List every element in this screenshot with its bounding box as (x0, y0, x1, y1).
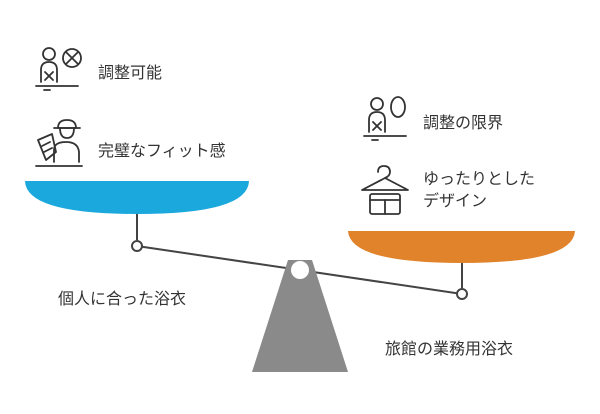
limited-adjustment-person-icon (363, 96, 407, 141)
right-pan-caption: 旅館の業務用浴衣 (385, 339, 514, 358)
right-item-loose-design-label: ゆったりとした デザイン (423, 168, 535, 212)
fulcrum (252, 260, 348, 372)
left-item-adjustable-label: 調整可能 (98, 63, 163, 82)
hanger-robe-icon (361, 165, 409, 215)
left-beam-joint (131, 240, 143, 252)
left-item-perfect-fit-label: 完璧なフィット感 (98, 141, 226, 160)
left-pan (25, 181, 249, 214)
right-pan (348, 231, 575, 263)
right-item-limited-label: 調整の限界 (423, 113, 504, 132)
adjustable-person-icon (35, 47, 82, 91)
perfect-fit-person-icon (35, 119, 83, 167)
right-item-loose-design-line-1: ゆったりとした (423, 169, 536, 188)
right-item-loose-design-line-2: デザイン (423, 191, 488, 210)
right-beam-joint (456, 288, 468, 300)
left-pan-caption: 個人に合った浴衣 (58, 289, 187, 308)
fulcrum-pivot (291, 261, 309, 279)
